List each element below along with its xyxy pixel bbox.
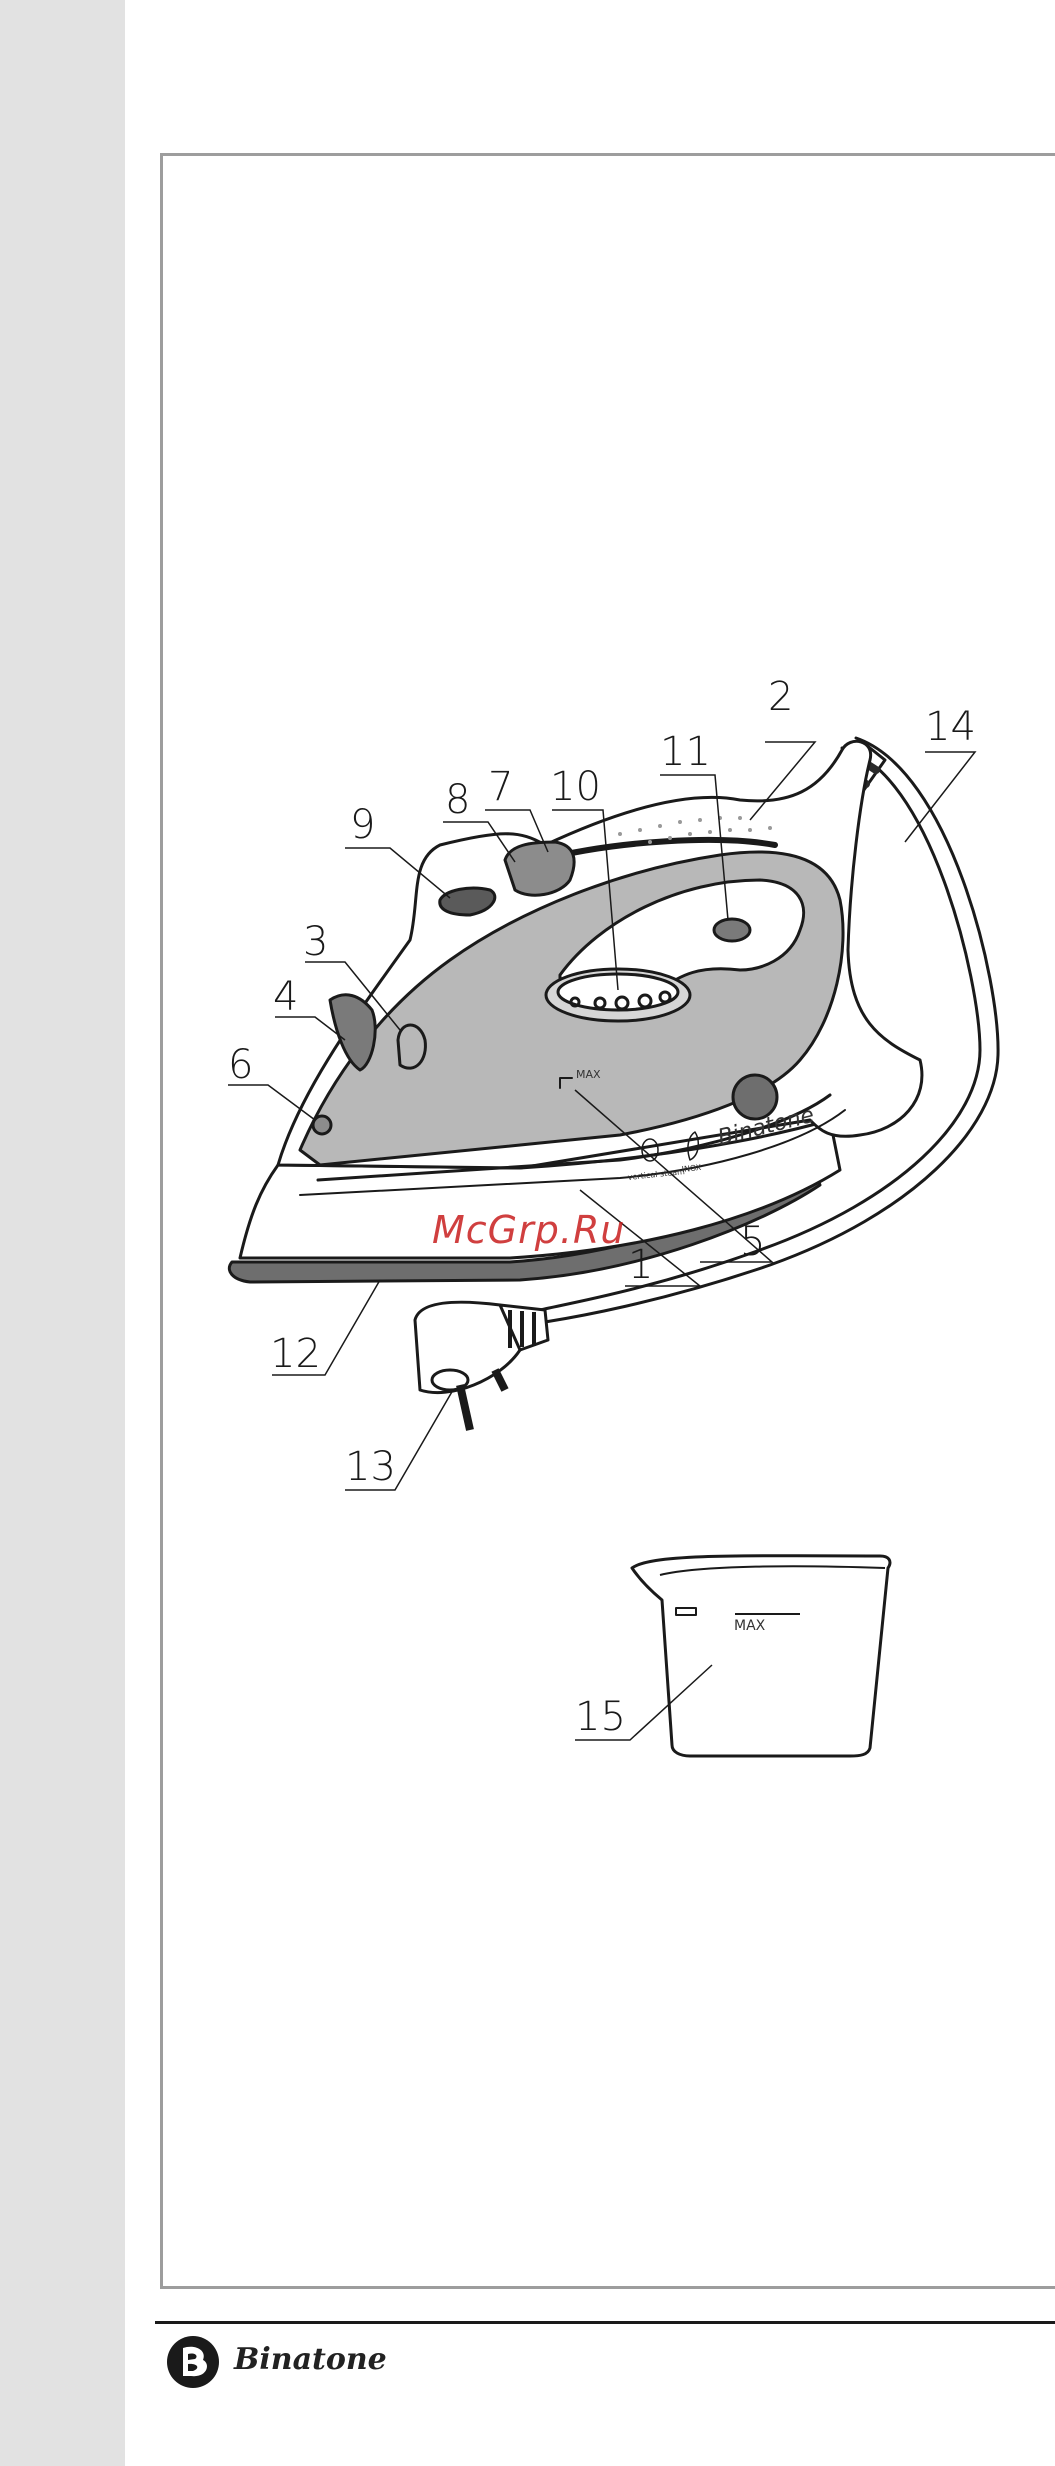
plug-illustration: [415, 1302, 548, 1430]
spray-button: [505, 842, 574, 895]
callout-8: 8: [445, 777, 470, 823]
callout-2: 2: [768, 674, 793, 720]
callout-13: 13: [345, 1444, 396, 1490]
water-inlet-cover: [398, 1025, 425, 1068]
measuring-jug: [632, 1556, 890, 1756]
callout-3: 3: [303, 919, 328, 965]
callout-5: 5: [740, 1219, 765, 1265]
footer-brand-name: Binatone: [234, 2342, 387, 2377]
callout-9: 9: [350, 802, 375, 848]
footer-rule: [155, 2321, 1055, 2324]
callout-15: 15: [575, 1694, 626, 1740]
callout-1: 1: [628, 1242, 653, 1288]
callout-11: 11: [660, 729, 711, 775]
temperature-dial: [546, 969, 690, 1021]
callout-10: 10: [550, 764, 601, 810]
callout-4: 4: [273, 974, 298, 1020]
callout-12: 12: [270, 1331, 321, 1377]
self-clean-button: [714, 919, 750, 941]
watermark-text: McGrp.Ru: [432, 1208, 625, 1252]
callout-14: 14: [925, 704, 976, 750]
callout-6: 6: [228, 1042, 253, 1088]
indicator-light: [313, 1116, 331, 1134]
callout-7: 7: [488, 764, 513, 810]
jug-max-mark: MAX: [734, 1618, 766, 1634]
iron-max-mark: MAX: [576, 1068, 601, 1081]
